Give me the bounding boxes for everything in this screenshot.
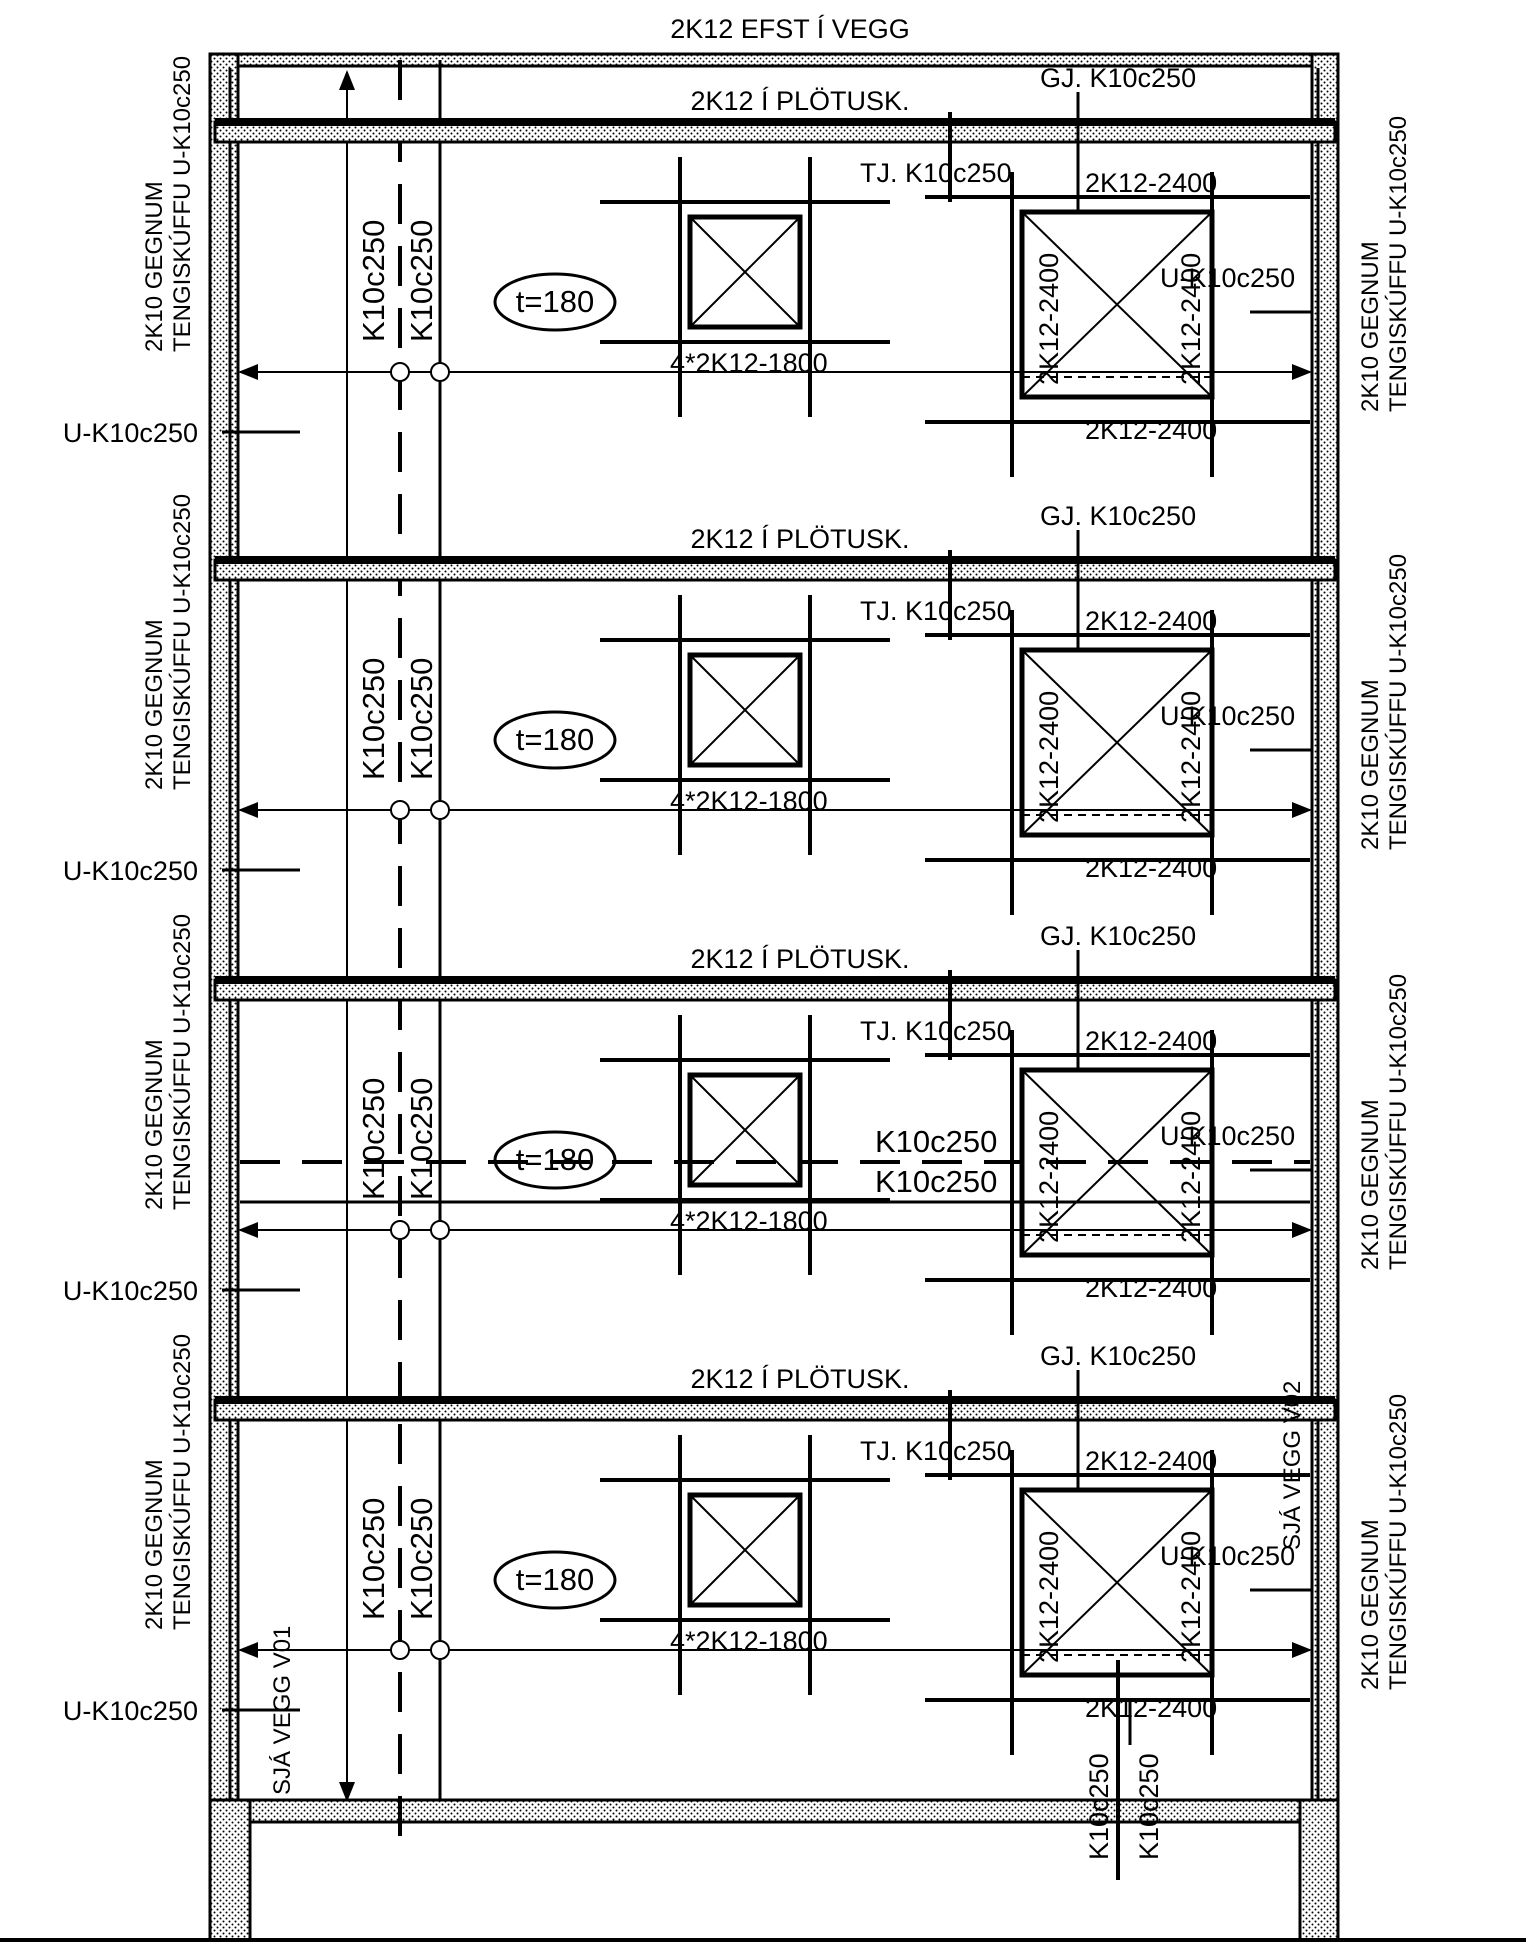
- large-opening-left: 2K12-2400: [1034, 1111, 1064, 1243]
- thickness-ellipse: [493, 710, 617, 770]
- vertical-bar-1: K10c250: [356, 1078, 391, 1200]
- tj-label: TJ. K10c250: [860, 1436, 1012, 1466]
- large-opening-left: 2K12-2400: [1034, 1531, 1064, 1663]
- small-opening-bars: 4*2K12-1800: [670, 786, 828, 816]
- right-wall-text-1: 2K10 GEGNUM: [1357, 241, 1384, 412]
- foundation-left: [208, 1798, 252, 1942]
- vertical-bar-1: K10c250: [356, 1498, 391, 1620]
- right-wall-text-2: TENGISKÚFFU U-K10c250: [1385, 554, 1412, 850]
- large-opening-left: 2K12-2400: [1034, 253, 1064, 385]
- vertical-bar-1: K10c250: [356, 658, 391, 780]
- plate-label: 2K12 Í PLÖTUSK.: [690, 944, 909, 974]
- u-bar-right: U-K10c250: [1160, 1121, 1295, 1151]
- tj-label: TJ. K10c250: [860, 1016, 1012, 1046]
- right-wall-text-2: TENGISKÚFFU U-K10c250: [1385, 1394, 1412, 1690]
- large-opening-bottom: 2K12-2400: [1085, 415, 1217, 445]
- gj-label: GJ. K10c250: [1040, 921, 1196, 951]
- right-wall-text-1: 2K10 GEGNUM: [1357, 1519, 1384, 1690]
- foundation-bar-2: K10c250: [1134, 1753, 1164, 1860]
- u-bar-right: U-K10c250: [1160, 1541, 1295, 1571]
- left-wall-text-1: 2K10 GEGNUM: [141, 1039, 168, 1210]
- foundation-right: [1298, 1798, 1340, 1942]
- large-opening-right: 2K12-2400: [1176, 691, 1206, 823]
- small-opening-bars: 4*2K12-1800: [670, 1626, 828, 1656]
- left-wall-text-1: 2K10 GEGNUM: [141, 619, 168, 790]
- u-bar-right: U-K10c250: [1160, 263, 1295, 293]
- large-opening-right: 2K12-2400: [1176, 1111, 1206, 1243]
- large-opening-bottom: 2K12-2400: [1085, 1273, 1217, 1303]
- foundation-void: [248, 1820, 1302, 1942]
- right-wall-text-2: TENGISKÚFFU U-K10c250: [1385, 974, 1412, 1270]
- left-u-bar: U-K10c250: [63, 1276, 198, 1306]
- small-opening-bars: 4*2K12-1800: [670, 348, 828, 378]
- small-opening-bars: 4*2K12-1800: [670, 1206, 828, 1236]
- left-wall-text-2: TENGISKÚFFU U-K10c250: [169, 56, 196, 352]
- thickness-label: t=180: [516, 1142, 594, 1177]
- thickness-ellipse: [493, 1550, 617, 1610]
- right-wall-text-1: 2K10 GEGNUM: [1357, 1099, 1384, 1270]
- left-u-bar: U-K10c250: [63, 418, 198, 448]
- wall-v01-label: SJÁ VEGG V01: [269, 1626, 296, 1795]
- horizontal-bar-2: K10c250: [875, 1164, 997, 1199]
- tj-label: TJ. K10c250: [860, 158, 1012, 188]
- left-wall-text-2: TENGISKÚFFU U-K10c250: [169, 494, 196, 790]
- wall-v02-label: SJÁ VEGG V02: [1279, 1381, 1306, 1550]
- left-u-bar: U-K10c250: [63, 1696, 198, 1726]
- thickness-label: t=180: [516, 722, 594, 757]
- tj-label: TJ. K10c250: [860, 596, 1012, 626]
- large-opening-top: 2K12-2400: [1085, 606, 1217, 636]
- top-label: 2K12 EFST Í VEGG: [670, 14, 910, 44]
- left-wall-text-1: 2K10 GEGNUM: [141, 1459, 168, 1630]
- vertical-bar-2: K10c250: [404, 220, 439, 342]
- vertical-bar-1: K10c250: [356, 220, 391, 342]
- gj-label: GJ. K10c250: [1040, 1341, 1196, 1371]
- right-wall-text-2: TENGISKÚFFU U-K10c250: [1385, 116, 1412, 412]
- large-opening-bottom: 2K12-2400: [1085, 853, 1217, 883]
- large-opening-left: 2K12-2400: [1034, 691, 1064, 823]
- thickness-label: t=180: [516, 284, 594, 319]
- horizontal-bar-1: K10c250: [875, 1124, 997, 1159]
- left-wall-text-2: TENGISKÚFFU U-K10c250: [169, 914, 196, 1210]
- large-opening-right: 2K12-2400: [1176, 1531, 1206, 1663]
- large-opening-top: 2K12-2400: [1085, 168, 1217, 198]
- plate-label: 2K12 Í PLÖTUSK.: [690, 86, 909, 116]
- foundation-slab: [208, 1798, 1340, 1824]
- u-bar-right: U-K10c250: [1160, 701, 1295, 731]
- vertical-bar-2: K10c250: [404, 1498, 439, 1620]
- right-wall-text-1: 2K10 GEGNUM: [1357, 679, 1384, 850]
- vertical-bar-2: K10c250: [404, 658, 439, 780]
- left-wall-text-2: TENGISKÚFFU U-K10c250: [169, 1334, 196, 1630]
- gj-label: GJ. K10c250: [1040, 63, 1196, 93]
- thickness-label: t=180: [516, 1562, 594, 1597]
- gj-label: GJ. K10c250: [1040, 501, 1196, 531]
- large-opening-top: 2K12-2400: [1085, 1446, 1217, 1476]
- structure-frame: [0, 52, 1526, 1942]
- plate-label: 2K12 Í PLÖTUSK.: [690, 1364, 909, 1394]
- plate-label: 2K12 Í PLÖTUSK.: [690, 524, 909, 554]
- vertical-bar-2: K10c250: [404, 1078, 439, 1200]
- large-opening-top: 2K12-2400: [1085, 1026, 1217, 1056]
- thickness-ellipse: [493, 272, 617, 332]
- left-u-bar: U-K10c250: [63, 856, 198, 886]
- foundation-bar-1: K10c250: [1084, 1753, 1114, 1860]
- large-opening-right: 2K12-2400: [1176, 253, 1206, 385]
- large-opening-bottom: 2K12-2400: [1085, 1693, 1217, 1723]
- left-wall-text-1: 2K10 GEGNUM: [141, 181, 168, 352]
